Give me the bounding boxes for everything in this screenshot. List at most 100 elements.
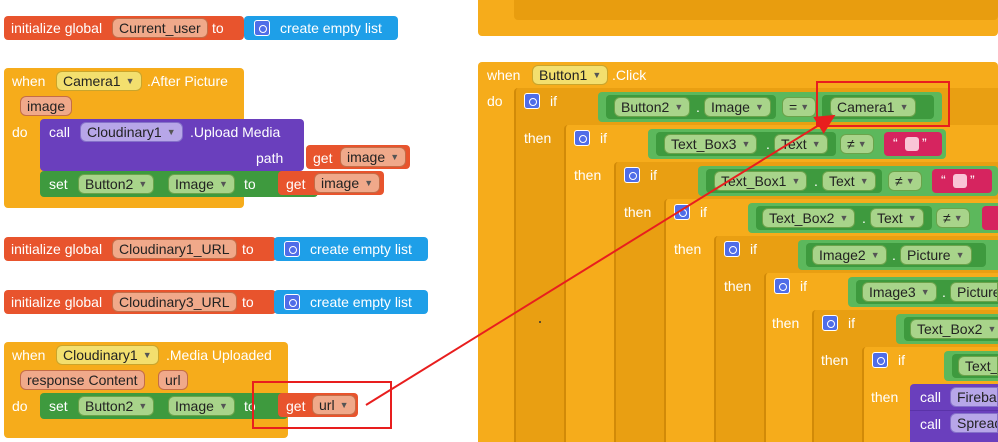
dot-label: . [814, 173, 818, 189]
dropdown-arrow-icon: ▼ [125, 76, 135, 86]
mutator-gear-icon[interactable] [774, 278, 790, 294]
event-name-label: .After Picture [147, 73, 228, 89]
component-camera1-dropdown[interactable]: Camera1▼ [56, 71, 142, 91]
quote-open-label: “ [941, 172, 946, 188]
then-label: then [772, 315, 800, 331]
dropdown-arrow-icon: ▼ [899, 102, 909, 112]
component-button1-dropdown[interactable]: Button1▼ [532, 65, 609, 85]
empty-string-field[interactable] [953, 174, 967, 188]
text-string-block-clipped[interactable] [982, 206, 998, 230]
dropdown-arrow-icon: ▼ [741, 139, 751, 149]
component-button2-dropdown[interactable]: Button2▼ [78, 174, 155, 194]
dropdown-arrow-icon: ▼ [674, 102, 684, 112]
dot-label: . [862, 210, 866, 226]
mutator-gear-icon[interactable] [872, 352, 888, 368]
global-var-cloudinary1-url[interactable]: Cloudinary1_URL [112, 239, 237, 259]
param-response-content[interactable]: response Content [20, 370, 145, 390]
mutator-gear-icon[interactable] [284, 241, 300, 257]
component-button2-dropdown[interactable]: Button2▼ [614, 97, 691, 117]
property-text-dropdown[interactable]: Text▼ [774, 134, 828, 154]
component-text-box3-dropdown[interactable]: Text_Box3▼ [664, 134, 758, 154]
empty-string-field[interactable] [905, 137, 919, 151]
component-button2-dropdown[interactable]: Button2▼ [78, 396, 155, 416]
dropdown-arrow-icon: ▼ [390, 152, 400, 162]
component-spread-dropdown[interactable]: Spread [950, 413, 998, 433]
dropdown-arrow-icon: ▼ [592, 70, 602, 80]
dot-label: . [766, 136, 770, 152]
component-text-clipped-dropdown[interactable]: Text_ [958, 356, 998, 376]
dropdown-arrow-icon: ▼ [905, 176, 915, 186]
do-label: do [12, 398, 28, 414]
component-cloudinary1-dropdown[interactable]: Cloudinary1▼ [80, 122, 183, 142]
global-var-current-user[interactable]: Current_user [112, 18, 208, 38]
dropdown-arrow-icon: ▼ [839, 213, 849, 223]
dropdown-arrow-icon: ▼ [920, 287, 930, 297]
dropdown-arrow-icon: ▼ [987, 324, 997, 334]
component-text-box1-dropdown[interactable]: Text_Box1▼ [714, 171, 808, 191]
mutator-gear-icon[interactable] [624, 167, 640, 183]
mutator-gear-icon[interactable] [674, 204, 690, 220]
dropdown-arrow-icon: ▼ [219, 179, 228, 189]
component-text-box2-dropdown[interactable]: Text_Box2▼ [910, 319, 998, 339]
then-label: then [574, 167, 602, 183]
mutator-gear-icon[interactable] [724, 241, 740, 257]
dropdown-arrow-icon: ▼ [859, 176, 869, 186]
annotation-highlight-camera1 [816, 81, 950, 127]
quote-close-label: ” [970, 172, 975, 188]
property-text-dropdown[interactable]: Text▼ [822, 171, 876, 191]
component-image3-dropdown[interactable]: Image3▼ [862, 282, 937, 302]
call-label: call [49, 124, 71, 140]
property-picture-dropdown[interactable]: Picture▼ [900, 245, 972, 265]
mutator-gear-icon[interactable] [524, 93, 540, 109]
mutator-gear-icon[interactable] [574, 130, 590, 146]
dot-label: . [696, 99, 700, 115]
mutator-gear-icon[interactable] [822, 315, 838, 331]
set-to-label: to [244, 176, 256, 192]
property-picture-dropdown[interactable]: Picture [950, 282, 998, 302]
dropdown-arrow-icon: ▼ [364, 178, 374, 188]
component-image2-dropdown[interactable]: Image2▼ [812, 245, 887, 265]
get-label-2: get [286, 176, 306, 192]
dropdown-arrow-icon: ▼ [755, 102, 764, 112]
param-image[interactable]: image [20, 96, 73, 116]
quote-close-label: ” [922, 135, 927, 151]
block-fragment-inner [514, 0, 998, 20]
mutator-gear-icon[interactable] [254, 20, 270, 36]
dropdown-arrow-icon: ▼ [166, 127, 176, 137]
operator-not-equal-dropdown[interactable]: ≠▼ [936, 208, 970, 228]
then-label: then [724, 278, 752, 294]
if-label: if [898, 352, 905, 368]
dot-label: . [892, 247, 896, 263]
set-label: set [49, 176, 68, 192]
event-name-label: .Click [612, 67, 647, 83]
component-text-box2-dropdown[interactable]: Text_Box2▼ [762, 208, 856, 228]
set-to-label: to [244, 398, 256, 414]
component-camera1-dropdown[interactable]: Camera1▼ [830, 97, 916, 117]
mutator-gear-icon[interactable] [284, 294, 300, 310]
operator-equals-dropdown[interactable]: =▼ [782, 97, 817, 117]
init-label: initialize global [11, 20, 103, 36]
property-text-dropdown[interactable]: Text▼ [870, 208, 924, 228]
get-label: get [286, 398, 306, 414]
property-image-dropdown[interactable]: Image▼ [168, 174, 235, 194]
get-var-url-dropdown[interactable]: url▼ [312, 395, 356, 415]
component-cloudinary1-dropdown[interactable]: Cloudinary1▼ [56, 345, 159, 365]
global-var-cloudinary3-url[interactable]: Cloudinary3_URL [112, 292, 237, 312]
dropdown-arrow-icon: ▼ [138, 179, 148, 189]
operator-not-equal-dropdown[interactable]: ≠▼ [888, 171, 922, 191]
component-fireba-dropdown[interactable]: Fireba [950, 387, 998, 407]
if-label: if [800, 278, 807, 294]
init-label: initialize global [11, 241, 103, 257]
get-var-image-dropdown-2[interactable]: image▼ [314, 173, 381, 193]
if-label: if [600, 130, 607, 146]
init-to-label: to [212, 20, 224, 36]
property-image-dropdown[interactable]: Image▼ [168, 396, 235, 416]
operator-not-equal-dropdown[interactable]: ≠▼ [840, 134, 874, 154]
dropdown-arrow-icon: ▼ [870, 250, 880, 260]
then-label: then [524, 130, 552, 146]
then-label: then [871, 389, 899, 405]
param-url[interactable]: url [158, 370, 188, 390]
dot-label: . [942, 284, 946, 300]
property-image-dropdown[interactable]: Image▼ [704, 97, 771, 117]
get-var-image-dropdown[interactable]: image▼ [340, 147, 407, 167]
